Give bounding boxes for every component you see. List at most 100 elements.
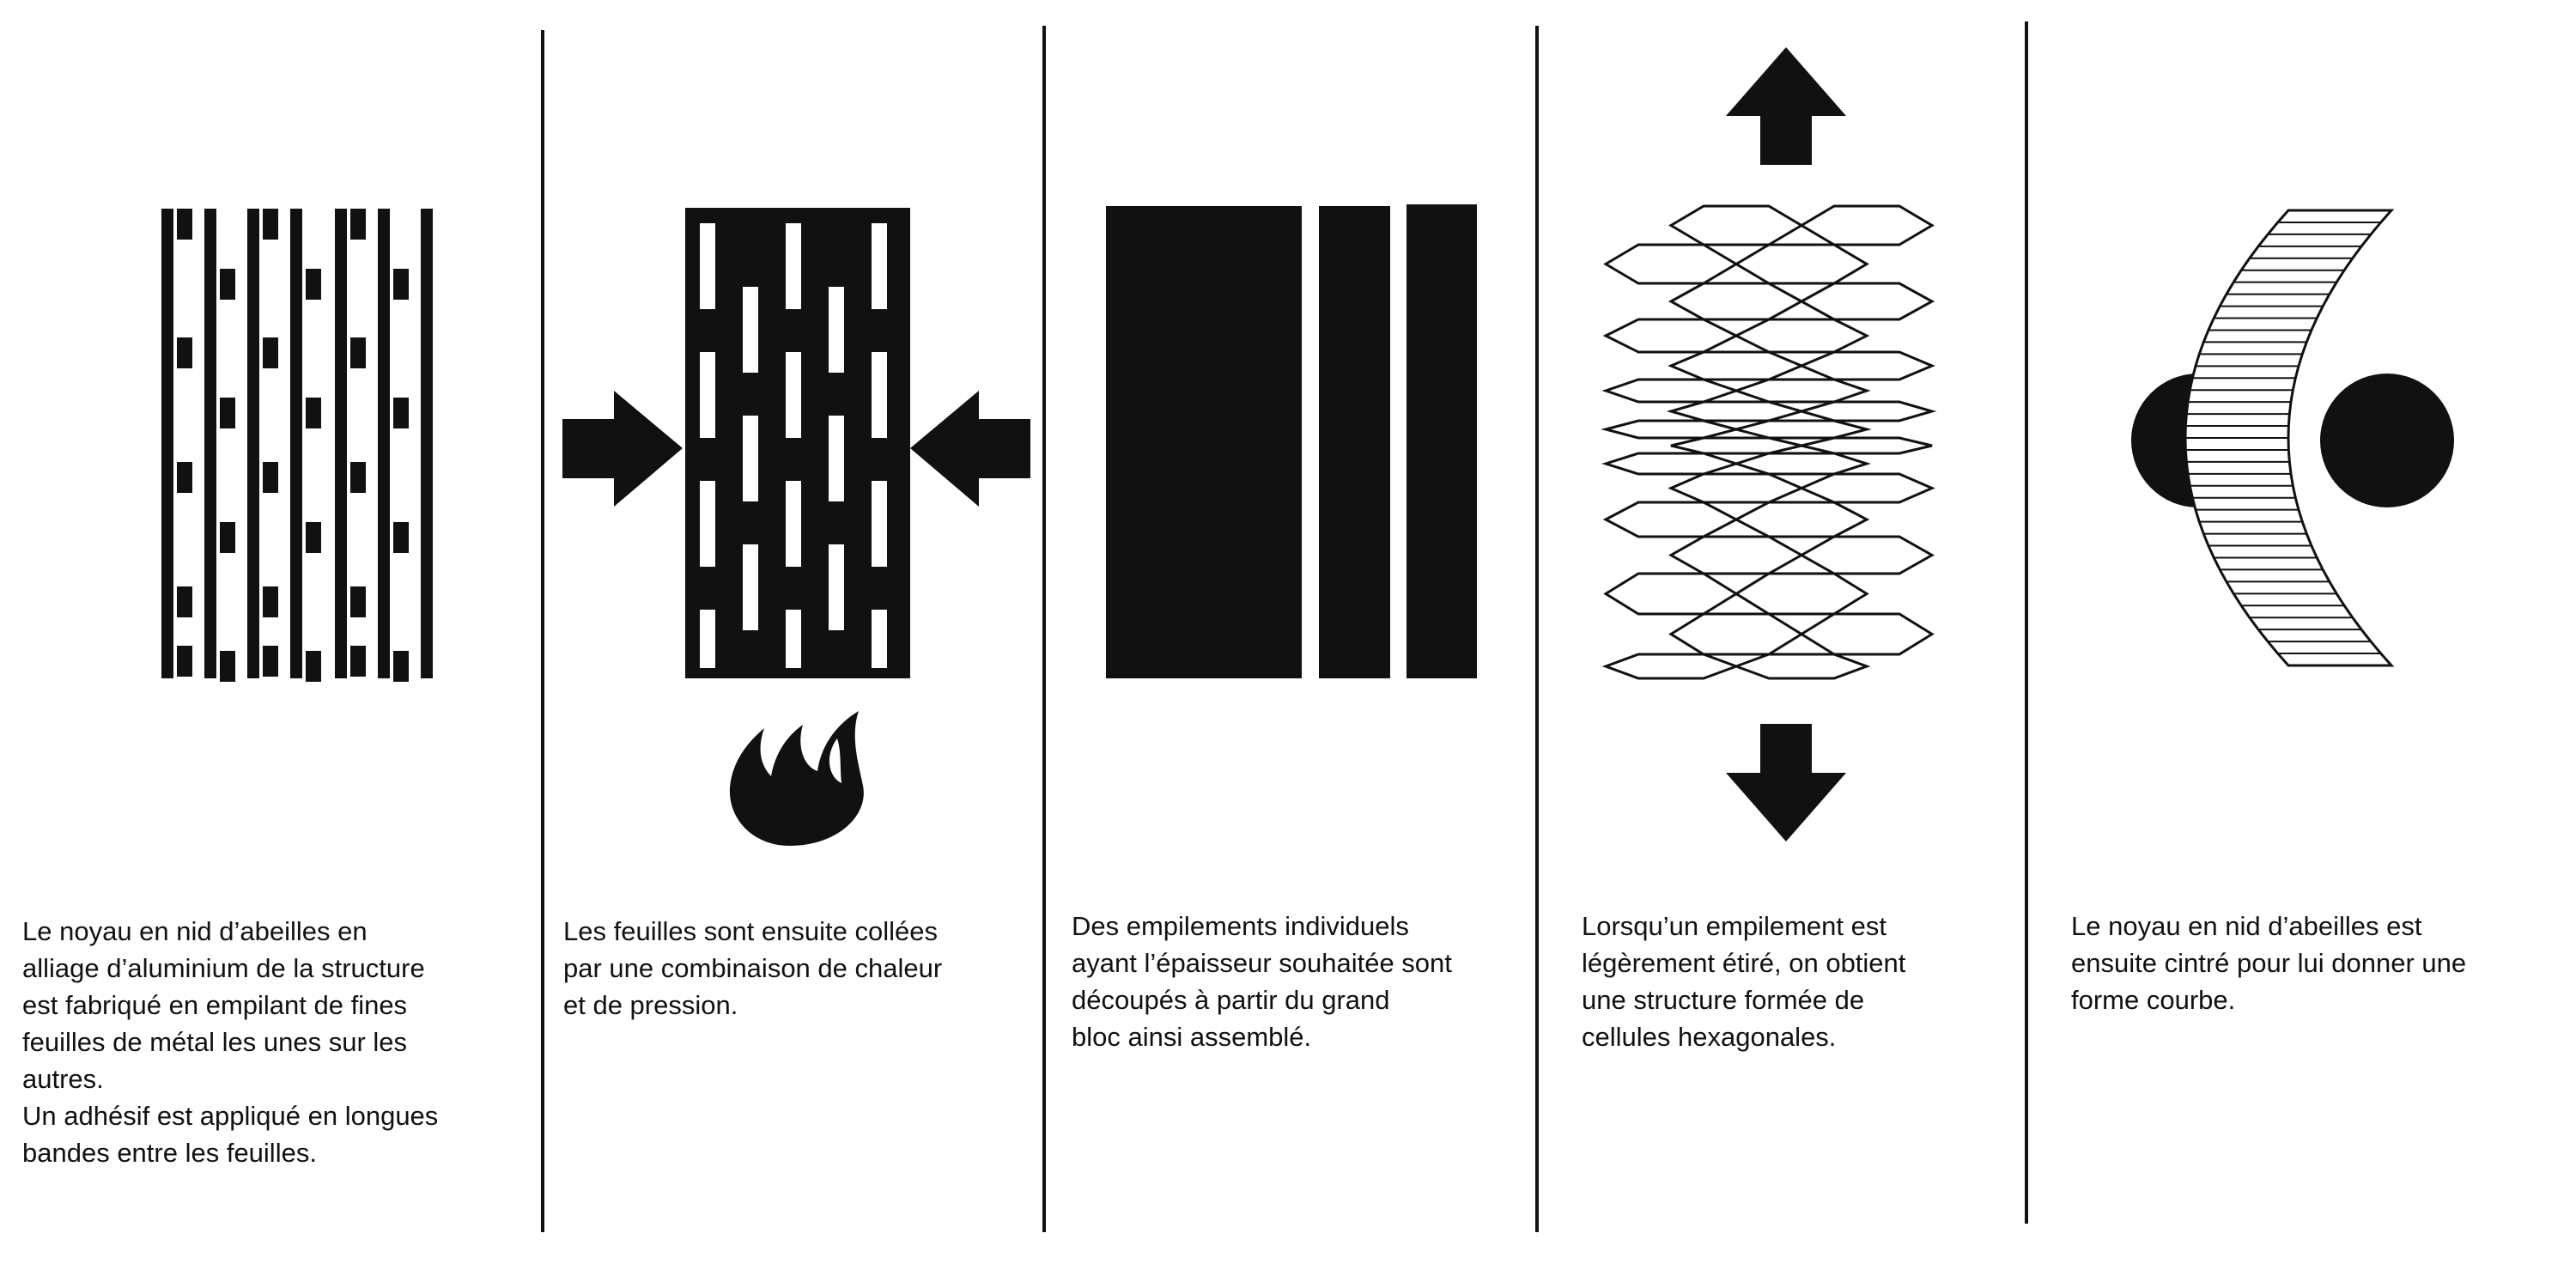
adhesive-strip [350, 586, 366, 617]
adhesive-strip [263, 209, 278, 240]
pressed-slot [743, 287, 758, 373]
hex-cell [1601, 452, 1741, 476]
hex-cell [1732, 452, 1871, 476]
adhesive-strip [306, 651, 321, 682]
adhesive-strip [177, 646, 192, 677]
metal-sheet [335, 209, 347, 678]
hex-cell [1601, 653, 1741, 680]
hex-cell [1603, 243, 1739, 285]
hex-cell [1668, 535, 1805, 575]
metal-sheet [421, 209, 433, 678]
pressed-slot [872, 352, 887, 438]
pressed-slot [872, 610, 887, 668]
pressed-slot [872, 481, 887, 567]
hex-cell [1732, 653, 1871, 680]
pressed-block-slots [700, 223, 887, 668]
pressed-block-illustration [685, 208, 910, 678]
pressed-slot [786, 223, 801, 309]
adhesive-strip [350, 646, 366, 677]
hex-cell [1799, 612, 1935, 656]
hex-cell [1668, 282, 1805, 321]
caption-panel-4-box: Lorsqu’un empilement est légèrement étir… [1582, 911, 1906, 1052]
adhesive-strip [393, 269, 409, 300]
adhesive-strip [177, 337, 192, 368]
pressed-slot [786, 610, 801, 668]
hex-cell [1602, 501, 1740, 538]
hex-cell [1601, 419, 1741, 440]
pressed-slot [786, 481, 801, 567]
pressed-slot [829, 287, 844, 373]
adhesive-strip [306, 522, 321, 553]
hex-cell [1798, 350, 1935, 381]
hex-cell [1798, 535, 1935, 575]
pressed-slot [700, 223, 715, 309]
large-block [1106, 206, 1302, 678]
pressed-slot [872, 223, 887, 309]
hex-cell [1668, 472, 1805, 504]
pressed-slot [700, 481, 715, 567]
metal-sheet [290, 209, 302, 678]
pressed-slot [829, 416, 844, 501]
stretch-arrow-down-icon [1726, 724, 1846, 841]
pressed-slot [700, 352, 715, 438]
metal-sheet [378, 209, 390, 678]
caption-panel-2-box: Les feuilles sont ensuite collées par un… [563, 916, 943, 1020]
adhesive-strip [177, 462, 192, 493]
press-arrow-right-icon [562, 391, 683, 507]
adhesive-strip [177, 209, 192, 240]
caption-panel-3: Des empilements individuels ayant l’épai… [1072, 911, 1452, 1052]
metal-sheet [247, 209, 259, 678]
hex-cell [1670, 436, 1802, 455]
slice-1 [1319, 206, 1390, 678]
adhesive-strip [263, 462, 278, 493]
adhesive-strip [220, 522, 235, 553]
adhesive-strip [220, 269, 235, 300]
caption-panel-4: Lorsqu’un empilement est légèrement étir… [1582, 911, 1906, 1052]
hex-cell [1733, 501, 1870, 538]
metal-sheet [204, 209, 216, 678]
adhesive-strip [263, 586, 278, 617]
hex-cell [1801, 436, 1933, 455]
adhesive-strip [263, 337, 278, 368]
hex-cell [1731, 419, 1872, 440]
adhesive-strip [350, 462, 366, 493]
hexagonal-cells-illustration [1601, 204, 1937, 680]
panel-dividers [541, 21, 2028, 1232]
stacked-sheets-illustration [161, 209, 433, 682]
hex-cell [1602, 318, 1740, 354]
roller-icon-right [2320, 374, 2454, 507]
hex-cell [1734, 243, 1869, 285]
adhesive-strip [393, 522, 409, 553]
heat-flame-icon [729, 711, 864, 846]
adhesive-strip [350, 209, 366, 240]
adhesive-strip [263, 646, 278, 677]
hex-cell [1732, 378, 1871, 404]
caption-panel-5: Le noyau en nid d’abeilles est ensuite c… [2071, 911, 2467, 1015]
hex-cell [1666, 400, 1807, 422]
adhesive-strip [220, 398, 235, 428]
caption-panel-3-box: Des empilements individuels ayant l’épai… [1072, 911, 1452, 1052]
hex-cell [1796, 400, 1937, 422]
cut-stacks-illustration [1106, 204, 1477, 678]
hex-cell [1733, 318, 1870, 354]
hex-cell [1798, 282, 1935, 321]
hex-cell [1734, 572, 1869, 616]
adhesive-strip [177, 586, 192, 617]
hex-cell [1798, 472, 1935, 504]
caption-panel-5-box: Le noyau en nid d’abeilles est ensuite c… [2071, 911, 2467, 1015]
hex-cell [1668, 204, 1804, 246]
pressed-slot [700, 610, 715, 668]
slice-2 [1406, 204, 1477, 678]
adhesive-strip [350, 337, 366, 368]
hex-cell [1668, 612, 1804, 656]
caption-panel-2: Les feuilles sont ensuite collées par un… [563, 916, 943, 1020]
adhesive-strip [306, 398, 321, 428]
caption-panel-1-box: Le noyau en nid d’abeilles en alliage d’… [22, 916, 438, 1168]
adhesive-strip [393, 651, 409, 682]
adhesive-strip [306, 269, 321, 300]
hex-cell [1799, 204, 1935, 246]
pressed-slot [743, 416, 758, 501]
hex-cell [1601, 378, 1741, 404]
stretch-arrow-up-icon [1726, 47, 1846, 165]
